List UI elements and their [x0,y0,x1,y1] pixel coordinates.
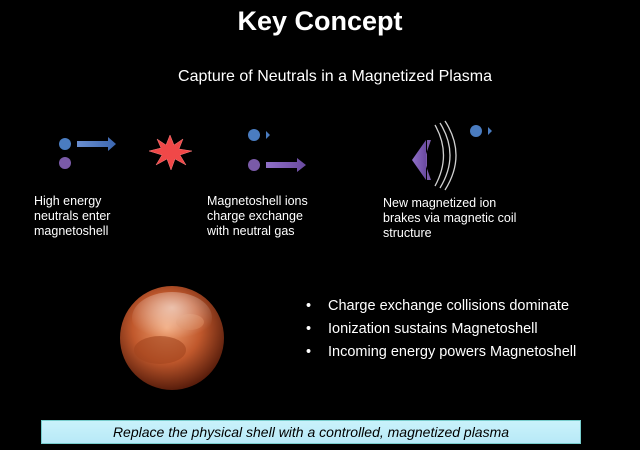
summary-banner: Replace the physical shell with a contro… [41,420,581,444]
step-3-caption-line: brakes via magnetic coil [383,211,517,225]
bullet-dot: • [306,321,312,337]
slide-subtitle: Capture of Neutrals in a Magnetized Plas… [178,68,492,85]
step-1-caption-line: High energy [34,194,102,208]
bullet-item: • Incoming energy powers Magnetoshell [306,344,576,367]
ion-arrow-2 [266,158,306,172]
ion-particle-1 [59,157,71,169]
planet-image [120,286,224,390]
bullet-text: Ionization sustains Magnetoshell [328,321,538,337]
step-1-caption: High energy neutrals enter magnetoshell [34,194,110,239]
bullet-dot: • [306,298,312,314]
step-3-caption-line: New magnetized ion [383,196,497,210]
slide-title: Key Concept [237,6,403,36]
bullet-list: • Charge exchange collisions dominate • Io… [306,298,576,367]
bullet-item: • Ionization sustains Magnetoshell [306,321,576,344]
step-2-caption: Magnetoshell ions charge exchange with n… [207,194,308,239]
step-2-caption-line: with neutral gas [207,224,295,238]
neutral-arrow-1 [77,137,116,151]
step-3-caption: New magnetized ion brakes via magnetic c… [383,196,516,241]
ion-brake-body-3 [412,140,426,180]
step-1-caption-line: neutrals enter [34,209,111,223]
neutral-arrow-3 [488,127,492,135]
bullet-text: Charge exchange collisions dominate [328,298,570,314]
step-2-caption-line: Magnetoshell ions [207,194,308,208]
step-3-caption-line: structure [383,226,432,240]
step-1-caption-line: magnetoshell [34,224,109,238]
magnetic-coil-icon [434,120,457,191]
collision-burst-icon [148,134,193,171]
step-2-caption-line: charge exchange [207,209,303,223]
neutral-particle-1 [59,138,71,150]
neutral-particle-3 [470,125,482,137]
neutral-arrow-2 [266,131,270,139]
bullet-text: Incoming energy powers Magnetoshell [328,344,577,360]
bullet-dot: • [306,344,312,360]
ion-particle-2 [248,159,260,171]
bullet-item: • Charge exchange collisions dominate [306,298,576,321]
neutral-particle-2 [248,129,260,141]
